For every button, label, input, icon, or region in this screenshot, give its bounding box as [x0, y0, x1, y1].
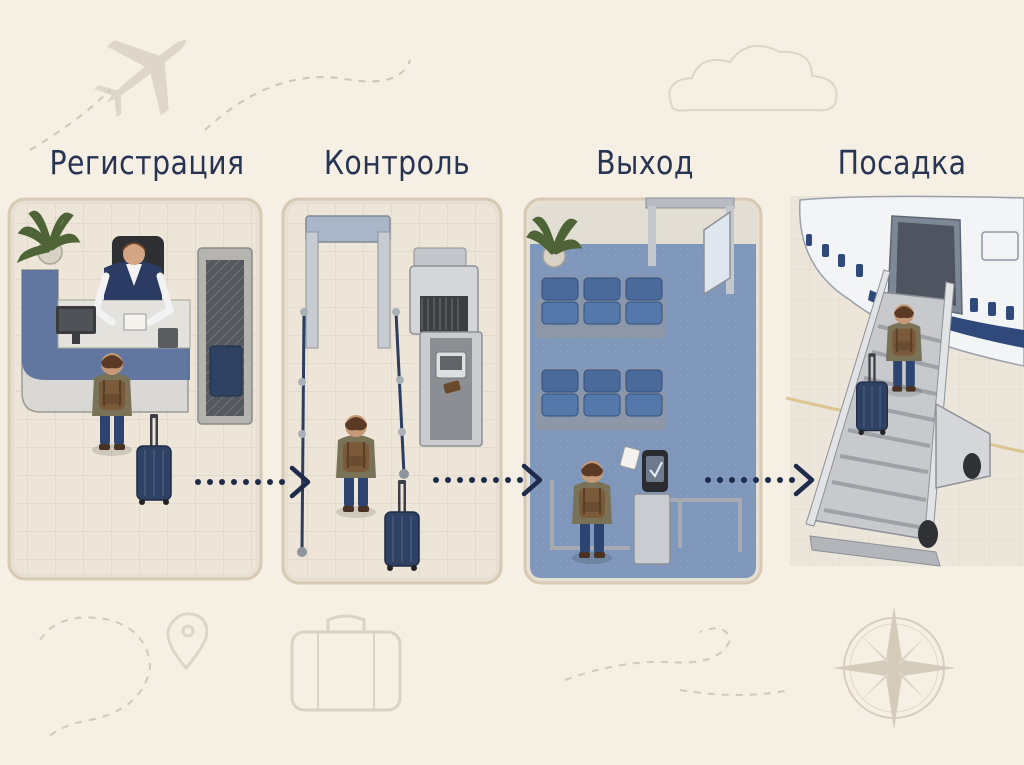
panel-security: [281, 197, 503, 585]
stage-title-security: Контроль: [323, 143, 471, 182]
panel-boarding: [785, 195, 1024, 567]
boarding-pass-scanner: [550, 450, 742, 565]
stage-title-checkin: Регистрация: [49, 143, 245, 182]
waiting-seats-row-1: [536, 275, 666, 338]
airplane-icon: [94, 39, 187, 118]
arrow-gate-to-boarding: [705, 463, 815, 497]
desk-monitor: [56, 306, 96, 344]
metal-detector-gate: [305, 215, 391, 349]
stage-title-boarding: Посадка: [837, 143, 967, 182]
baggage-belt: [197, 247, 253, 425]
dotted-arrow-icon: [195, 463, 815, 499]
panel-gate: [523, 197, 763, 585]
gate-door: [645, 197, 735, 296]
queue-stanchions: [297, 308, 409, 557]
arrow-security-to-gate: [433, 463, 543, 497]
location-pin-icon: [166, 612, 209, 671]
arrow-checkin-to-security: [195, 465, 311, 499]
route-dashes-left: [39, 616, 152, 741]
flight-path-dashes: [29, 59, 411, 151]
compass-rose-icon: [832, 606, 956, 730]
potted-plant: [16, 210, 81, 265]
suitcase-icon: [290, 614, 402, 712]
waiting-seats-row-2: [536, 367, 666, 430]
stage-title-gate: Выход: [596, 143, 694, 182]
route-dashes-middle: [564, 627, 791, 696]
panel-checkin: [7, 197, 263, 581]
gate-potted-plant: [526, 216, 583, 268]
traveler-gate: [571, 446, 641, 565]
xray-scanner: [409, 247, 483, 447]
boarding-pass-printer: [158, 328, 178, 348]
cloud-icon: [668, 44, 838, 112]
